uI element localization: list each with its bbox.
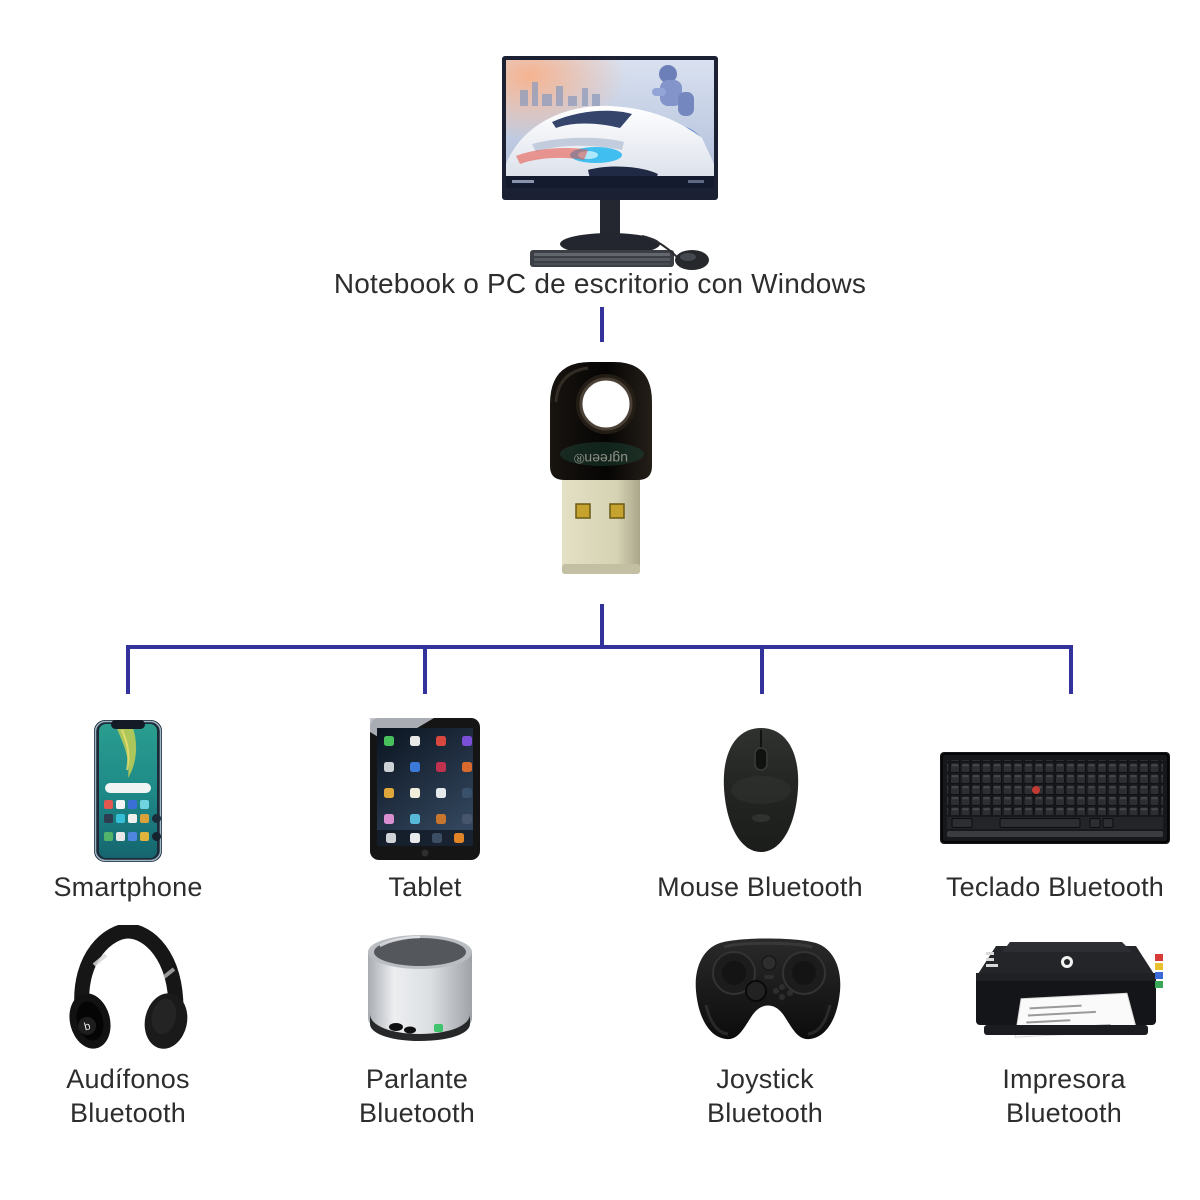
keyboard-image	[940, 752, 1170, 844]
label-keyboard: Teclado Bluetooth	[945, 872, 1165, 902]
speaker-image	[358, 930, 482, 1045]
monitor-base	[560, 233, 660, 255]
speaker-base	[370, 1014, 470, 1041]
printer-image	[970, 940, 1166, 1052]
tablet-dock	[377, 830, 473, 846]
desktop-pc-image	[492, 52, 728, 270]
mouse-logo	[752, 814, 770, 822]
mouse-scroll-wheel	[754, 747, 768, 771]
right-earcup	[144, 993, 188, 1049]
keyboard-spacebar	[999, 818, 1081, 828]
keyboard-keys	[947, 760, 1163, 815]
mouse-image	[718, 726, 804, 854]
keyboard-trackpoint	[1032, 786, 1040, 794]
phone-search-bar	[105, 783, 151, 793]
connector-drop-keyboard	[1069, 645, 1073, 694]
headband	[74, 925, 184, 1017]
center-buttons	[745, 955, 793, 1002]
adapter-brand-text: ugreen®	[573, 451, 628, 467]
connector-drop-tablet	[423, 645, 427, 694]
analog-stick	[745, 980, 767, 1002]
connector-drop-smartphone	[126, 645, 130, 694]
speaker-led	[434, 1024, 443, 1032]
tablet-home-button	[421, 849, 429, 857]
phone-wallpaper-plant	[116, 726, 137, 778]
label-printer: Impresora Bluetooth	[1002, 1064, 1126, 1128]
left-earcup: b	[69, 993, 111, 1049]
connector-adapter-to-bus	[600, 604, 604, 648]
connector-drop-mouse	[760, 645, 764, 694]
pc-keyboard	[530, 250, 674, 267]
diagram-title: Notebook o PC de escritorio con Windows	[333, 268, 867, 299]
speaker-body	[368, 952, 472, 1038]
connector-bus	[126, 645, 1073, 649]
pc-mouse	[641, 235, 709, 270]
monitor-stand	[600, 200, 620, 242]
label-headphones: Audífonos Bluetooth	[66, 1064, 190, 1128]
label-mouse: Mouse Bluetooth	[657, 872, 863, 902]
headphones-image: b	[60, 925, 196, 1055]
label-joystick: Joystick Bluetooth	[707, 1064, 823, 1128]
usb-bluetooth-adapter-image: ugreen®	[540, 358, 662, 580]
label-smartphone: Smartphone	[53, 872, 203, 902]
phone-app-icons	[104, 800, 161, 841]
phone-notch	[111, 720, 145, 729]
printer-ink-strip	[1155, 954, 1163, 988]
printer-tray	[984, 1025, 1148, 1035]
speaker-top	[374, 938, 466, 966]
label-tablet: Tablet	[388, 872, 462, 902]
smartphone-image	[94, 720, 162, 862]
svg-text:b: b	[83, 1020, 92, 1033]
joystick-image	[690, 935, 846, 1045]
tablet-image	[370, 718, 480, 860]
adapter-cap	[550, 362, 652, 480]
connector-title-to-adapter	[600, 307, 604, 342]
tablet-app-icons	[384, 736, 472, 824]
robot-figure	[652, 65, 694, 116]
printer-buttons	[986, 952, 998, 967]
monitor-screen	[506, 60, 714, 188]
label-speaker: Parlante Bluetooth	[359, 1064, 475, 1128]
usb-connector	[562, 476, 640, 574]
